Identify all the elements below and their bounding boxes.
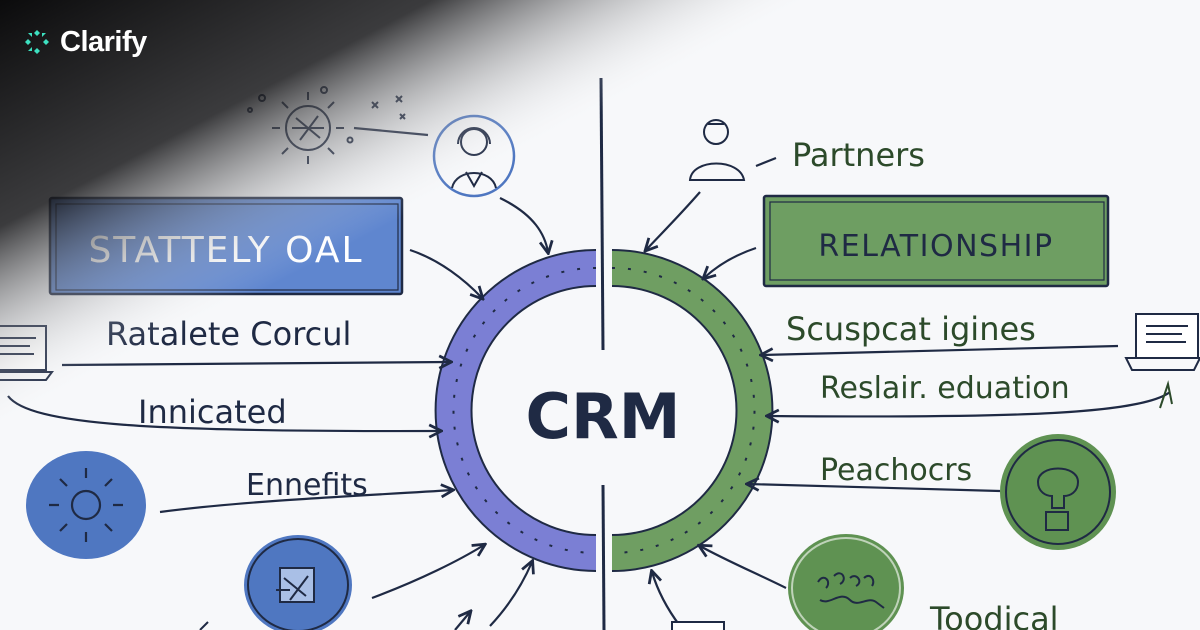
arrow-bottom-to-crm bbox=[489, 562, 532, 627]
connector-virus-agent bbox=[353, 126, 429, 137]
arrow-doc-to-crm bbox=[371, 545, 484, 600]
document-stub-icon bbox=[671, 621, 725, 630]
right-label-3: Reslair. eduation bbox=[820, 371, 1070, 406]
arrow-label1-to-crm bbox=[61, 362, 450, 365]
center-divider-lower bbox=[601, 484, 606, 630]
virus-icon bbox=[247, 86, 406, 164]
left-box: STATTELY OAL bbox=[48, 196, 404, 296]
arrow-partner-to-crm bbox=[646, 191, 701, 250]
support-agent-icon bbox=[432, 114, 516, 198]
center-label: CRM bbox=[526, 380, 681, 453]
arrow-agent-to-crm bbox=[499, 197, 548, 252]
right-label-4: Peachocrs bbox=[820, 453, 972, 488]
left-box-label: STATTELY OAL bbox=[88, 230, 363, 271]
sun-icon bbox=[26, 451, 146, 559]
handshake-icon bbox=[788, 534, 904, 630]
brain-icon bbox=[1000, 434, 1116, 550]
right-label-2: Scuspcat igines bbox=[786, 310, 1036, 348]
clarify-logo-icon bbox=[25, 30, 49, 54]
brand-name: Clarify bbox=[60, 25, 147, 58]
bottom-left-stroke bbox=[199, 621, 209, 630]
right-box: RELATIONSHIP bbox=[762, 194, 1110, 288]
arrow-box-to-crm bbox=[409, 248, 482, 298]
connector-partner-label bbox=[755, 156, 777, 168]
arrow-handshake-to-crm bbox=[700, 546, 787, 589]
right-label-1: Partners bbox=[792, 136, 925, 174]
center-divider bbox=[599, 77, 605, 351]
right-box-label: RELATIONSHIP bbox=[818, 229, 1053, 264]
person-icon bbox=[688, 119, 746, 181]
laptop-icon-right bbox=[1124, 313, 1200, 371]
left-label-2: Innicated bbox=[138, 393, 287, 431]
arrow-bottom-right-to-crm bbox=[652, 572, 681, 627]
arrow-relationship-to-crm bbox=[704, 246, 757, 278]
brand-header[interactable]: Clarify bbox=[22, 24, 147, 60]
document-icon bbox=[244, 535, 352, 630]
arrow-bottom-left-tiny bbox=[454, 612, 470, 630]
right-label-5: Toodical bbox=[929, 600, 1059, 630]
laptop-icon-left bbox=[0, 325, 54, 381]
left-label-1: Ratalete Corcul bbox=[106, 315, 351, 353]
